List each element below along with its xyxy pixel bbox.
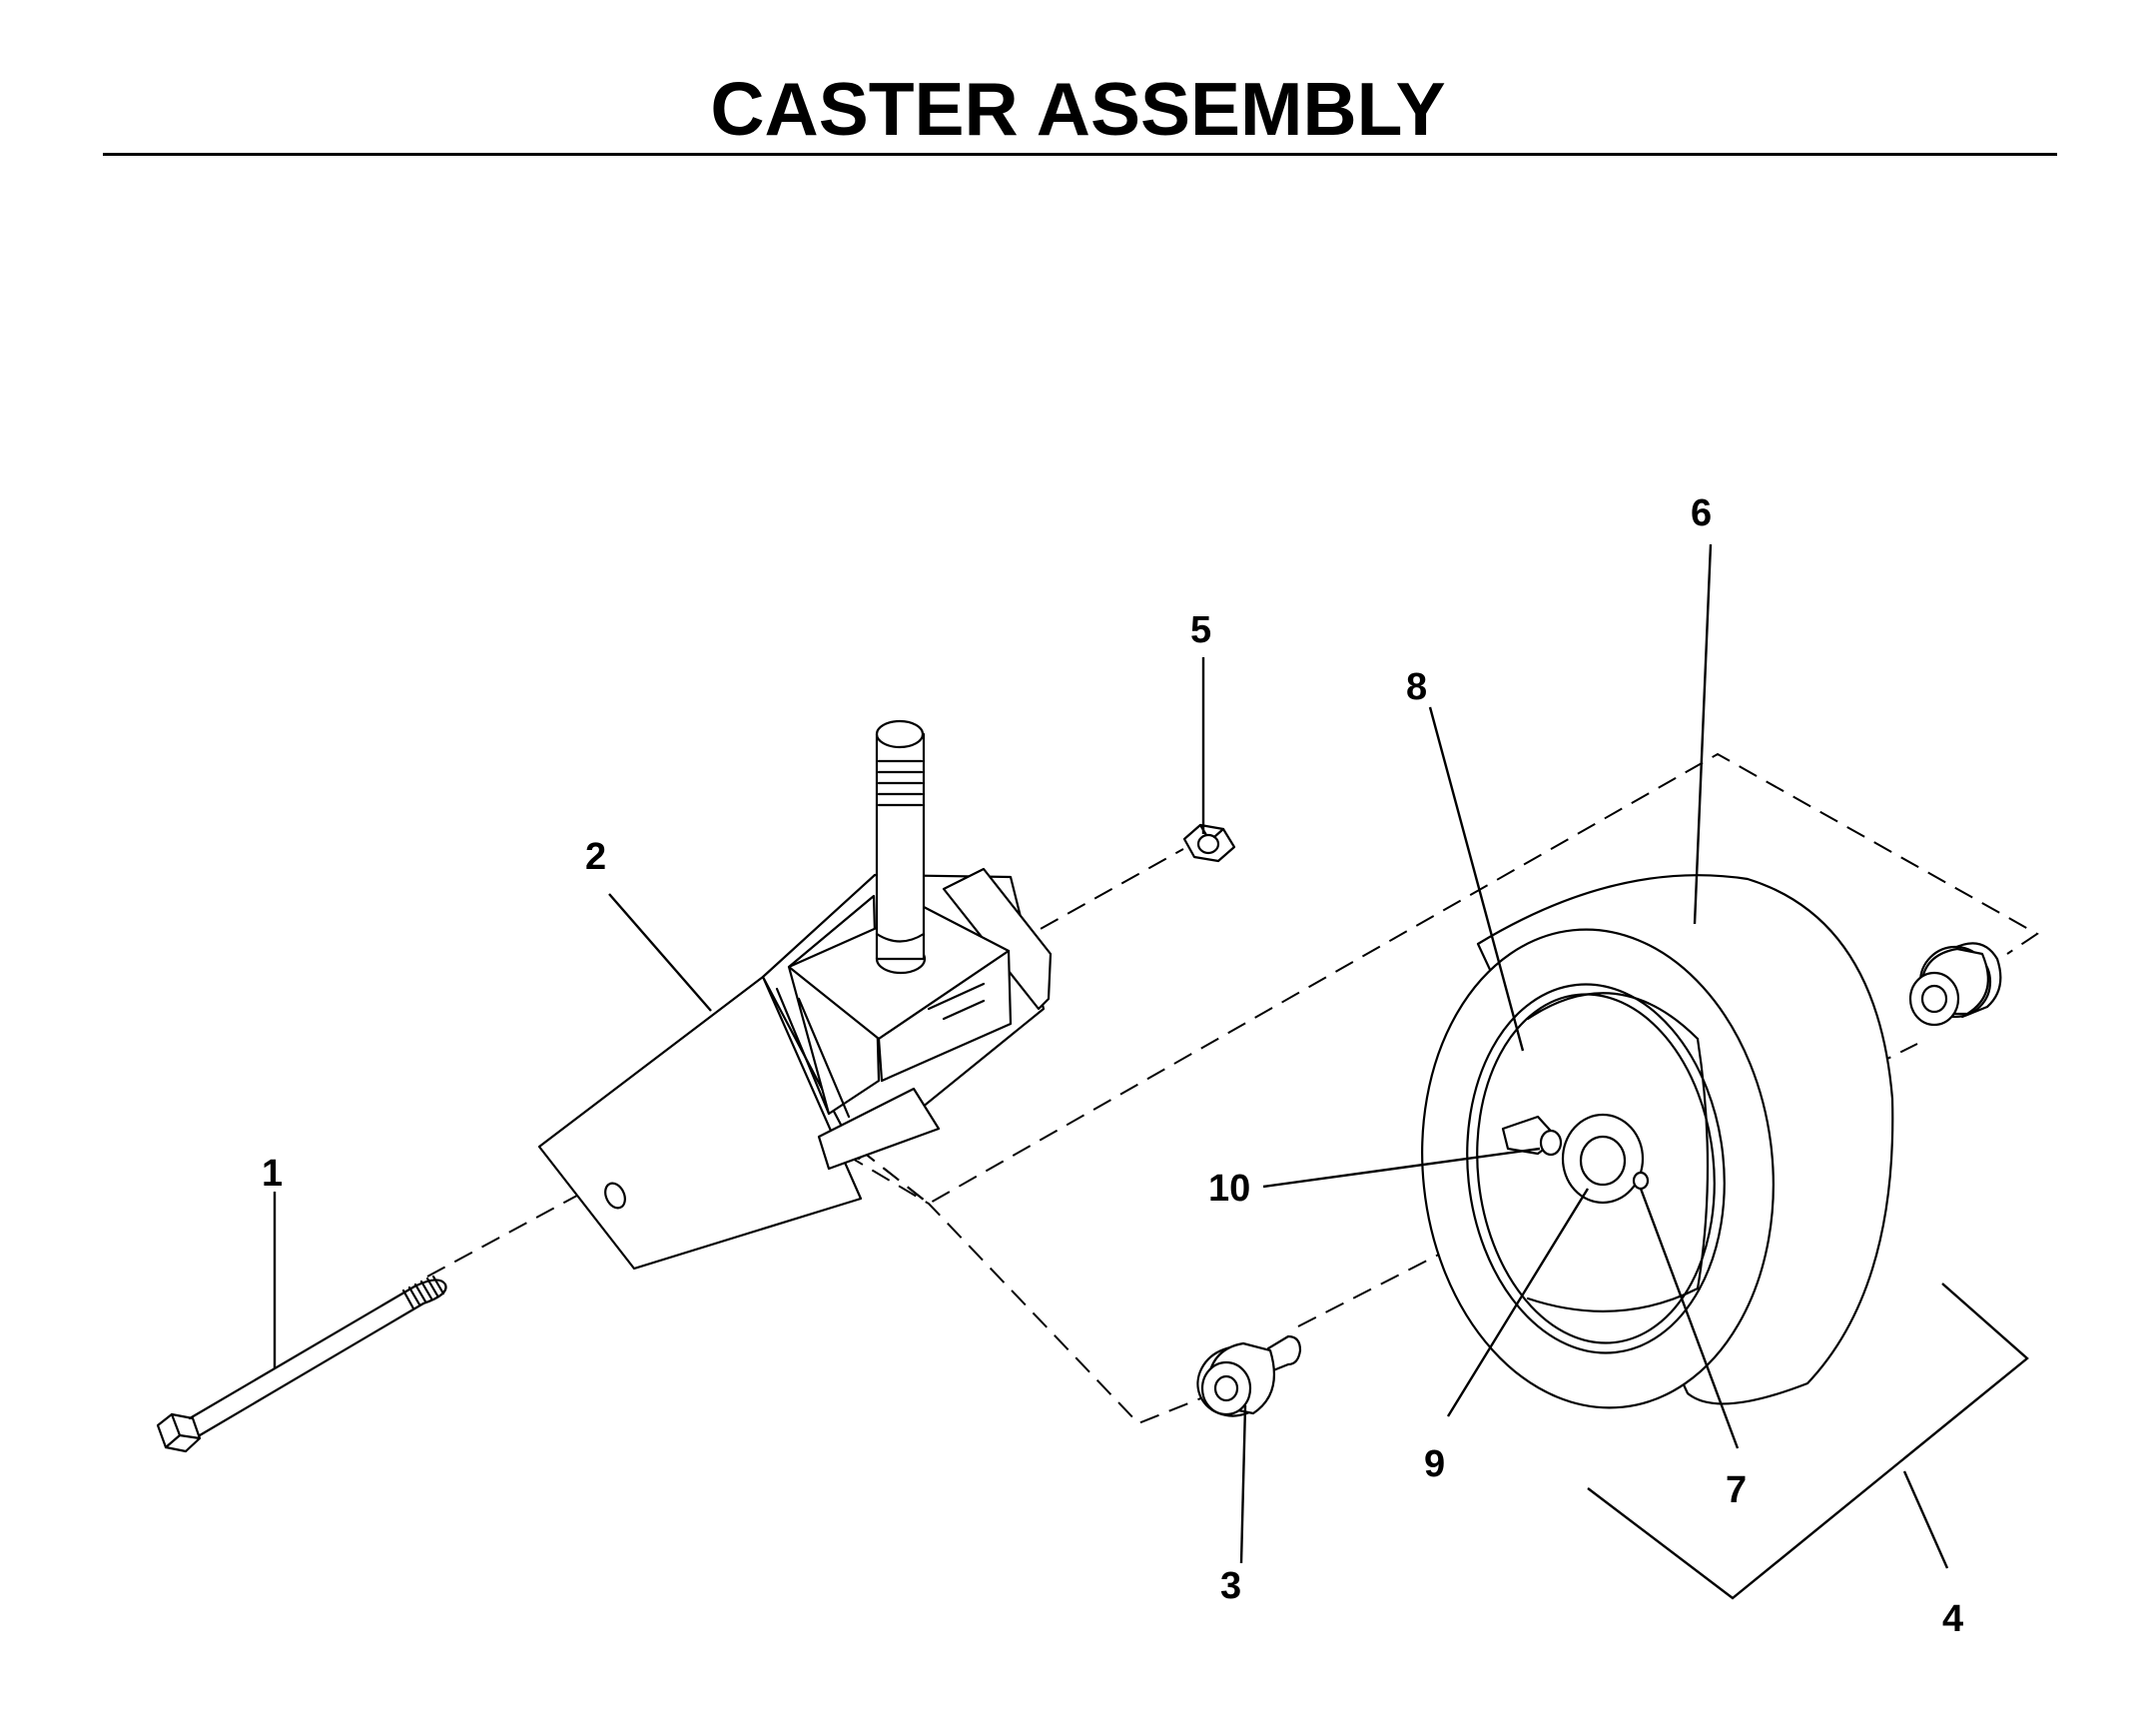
page-title: CASTER ASSEMBLY [710,67,1446,151]
wheel-part-6 [1421,874,1894,1409]
callout-1: 1 [262,1153,283,1195]
callout-6: 6 [1691,492,1712,534]
callout-2: 2 [585,836,606,878]
nut-part-5 [1182,823,1236,863]
wheel-assembly-bracket-part-4 [1587,1283,2029,1600]
callout-labels: 1 2 3 4 5 6 7 8 9 10 [262,492,1963,1640]
callout-5: 5 [1190,609,1211,651]
callout-9: 9 [1424,1443,1445,1485]
callout-4: 4 [1942,1598,1963,1640]
callout-3: 3 [1220,1565,1241,1607]
bolt-part-1 [156,1275,447,1453]
spacer-right [1908,942,2002,1027]
callout-7: 7 [1726,1469,1747,1511]
callout-10: 10 [1208,1168,1250,1210]
callout-8: 8 [1406,666,1427,708]
leader-lines [273,543,1949,1569]
caster-fork-part-2 [537,719,1053,1271]
spacer-part-3 [1196,1334,1302,1417]
title-divider [103,153,2057,156]
